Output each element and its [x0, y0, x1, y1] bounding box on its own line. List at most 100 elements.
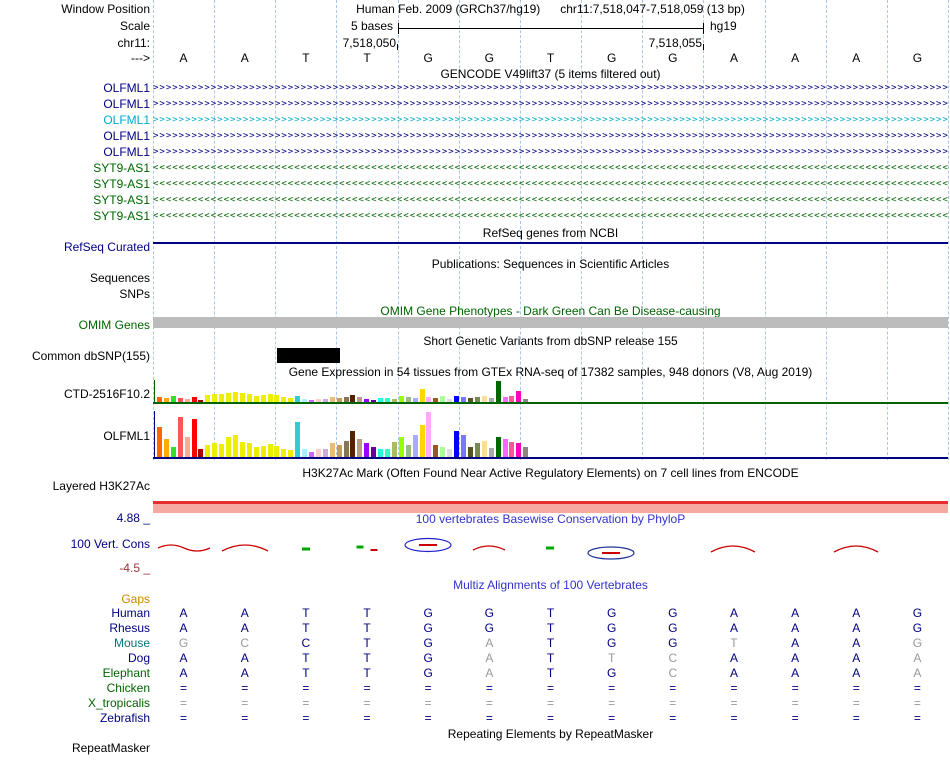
gene-transcript[interactable]: >>>>>>>>>>>>>>>>>>>>>>>>>>>>>>>>>>>>>>>>… [153, 147, 948, 157]
align-base: = [302, 711, 310, 725]
species-label[interactable]: X_tropicalis [87, 696, 150, 710]
species-label[interactable]: Mouse [113, 636, 150, 650]
gtex-bar [516, 391, 522, 402]
grid-line [703, 0, 705, 460]
grid-line [214, 0, 216, 460]
gtex-bar [523, 399, 529, 402]
gtex-gene-label-olfml1[interactable]: OLFML1 [103, 429, 150, 443]
gtex-bar [495, 437, 501, 457]
align-base: A [240, 621, 249, 635]
gtex-bar [474, 443, 480, 457]
align-base: T [302, 666, 310, 680]
align-base: = [913, 711, 921, 725]
align-base: A [852, 666, 861, 680]
gtex-bar [412, 435, 418, 457]
align-base: A [791, 666, 800, 680]
gtex-bar [177, 417, 183, 457]
align-base: A [729, 666, 738, 680]
track-label-repeatmasker[interactable]: RepeatMasker [71, 741, 150, 755]
gene-label[interactable]: SYT9-AS1 [93, 193, 150, 207]
gene-transcript[interactable]: <<<<<<<<<<<<<<<<<<<<<<<<<<<<<<<<<<<<<<<<… [153, 163, 948, 173]
align-base: = [608, 711, 616, 725]
gtex-bar [295, 422, 301, 457]
track-label-omim-genes[interactable]: OMIM Genes [78, 318, 150, 332]
h3k27ac-signal-red [153, 501, 948, 504]
track-label-sequences[interactable]: Sequences [89, 271, 150, 285]
species-label[interactable]: Zebrafish [99, 711, 150, 725]
gene-transcript[interactable]: >>>>>>>>>>>>>>>>>>>>>>>>>>>>>>>>>>>>>>>>… [153, 99, 948, 109]
gene-transcript[interactable]: >>>>>>>>>>>>>>>>>>>>>>>>>>>>>>>>>>>>>>>>… [153, 131, 948, 141]
align-base: A [240, 651, 249, 665]
gene-label[interactable]: OLFML1 [103, 81, 150, 95]
track-label-refseq-curated[interactable]: RefSeq Curated [63, 240, 150, 254]
gene-transcript[interactable]: <<<<<<<<<<<<<<<<<<<<<<<<<<<<<<<<<<<<<<<<… [153, 211, 948, 221]
base-letter: A [729, 51, 738, 65]
align-base: T [363, 666, 371, 680]
gene-label[interactable]: SYT9-AS1 [93, 209, 150, 223]
species-label[interactable]: Rhesus [109, 621, 150, 635]
track-label-100-vert-cons[interactable]: 100 Vert. Cons [70, 537, 150, 551]
species-label[interactable]: Human [111, 606, 150, 620]
gtex-bar [267, 444, 273, 457]
omim-gene-bar[interactable] [153, 317, 948, 328]
gene-transcript[interactable]: <<<<<<<<<<<<<<<<<<<<<<<<<<<<<<<<<<<<<<<<… [153, 179, 948, 189]
refseq-gene-line[interactable] [153, 242, 948, 244]
gtex-bar [481, 441, 487, 457]
species-label[interactable]: Chicken [106, 681, 150, 695]
gtex-bar [364, 443, 370, 457]
track-label-common-dbsnp[interactable]: Common dbSNP(155) [31, 349, 150, 363]
coordinate-right-tick [703, 44, 704, 50]
gtex-bar [364, 399, 370, 402]
align-base: T [546, 651, 555, 665]
track-title-repeatmasker: Repeating Elements by RepeatMasker [447, 727, 654, 741]
align-base: A [852, 621, 861, 635]
align-base: G [668, 606, 678, 620]
gtex-bar [378, 449, 384, 457]
align-base: G [423, 636, 433, 650]
gene-label[interactable]: SYT9-AS1 [93, 161, 150, 175]
gtex-bar [336, 445, 342, 457]
gene-label[interactable]: OLFML1 [103, 97, 150, 111]
gtex-bar [329, 397, 335, 402]
align-base: G [423, 666, 433, 680]
gene-transcript[interactable]: >>>>>>>>>>>>>>>>>>>>>>>>>>>>>>>>>>>>>>>>… [153, 115, 948, 125]
align-base: G [606, 621, 617, 635]
gtex-bar [198, 449, 204, 457]
species-label[interactable]: Elephant [102, 666, 150, 680]
window-coordinates: chr11:7,518,047-7,518,059 (13 bp) [560, 2, 745, 16]
align-base: = [669, 681, 677, 695]
gene-label[interactable]: OLFML1 [103, 113, 150, 127]
gtex-bar [371, 400, 377, 402]
align-base: C [240, 636, 250, 650]
align-base: A [179, 651, 188, 665]
chromosome-label: chr11: [117, 36, 150, 50]
track-label-gaps[interactable]: Gaps [121, 592, 150, 606]
base-letter: A [240, 51, 249, 65]
gtex-bar [488, 398, 494, 402]
dbsnp-variant-box[interactable] [277, 348, 340, 363]
gene-label[interactable]: OLFML1 [103, 129, 150, 143]
track-label-layered-h3k27ac[interactable]: Layered H3K27Ac [52, 479, 150, 493]
align-base: G [423, 606, 433, 620]
align-base: = [730, 696, 738, 710]
gtex-bar [419, 389, 425, 402]
gtex-bar [412, 398, 418, 402]
gene-transcript[interactable]: <<<<<<<<<<<<<<<<<<<<<<<<<<<<<<<<<<<<<<<<… [153, 195, 948, 205]
gtex-bar [343, 441, 349, 457]
gtex-gene-label-ctd[interactable]: CTD-2516F10.2 [63, 387, 150, 401]
align-base: = [180, 711, 188, 725]
track-label-snps[interactable]: SNPs [119, 287, 150, 301]
align-base: G [423, 621, 433, 635]
gene-label[interactable]: SYT9-AS1 [93, 177, 150, 191]
grid-line [336, 0, 338, 460]
gtex-bar [219, 394, 225, 402]
gtex-bar [295, 396, 301, 402]
gene-transcript[interactable]: >>>>>>>>>>>>>>>>>>>>>>>>>>>>>>>>>>>>>>>>… [153, 83, 948, 93]
species-label[interactable]: Dog [127, 651, 150, 665]
align-base: = [485, 681, 493, 695]
align-base: T [302, 621, 310, 635]
gene-label[interactable]: OLFML1 [103, 145, 150, 159]
gtex-bar [170, 447, 176, 457]
align-base: A [852, 636, 861, 650]
